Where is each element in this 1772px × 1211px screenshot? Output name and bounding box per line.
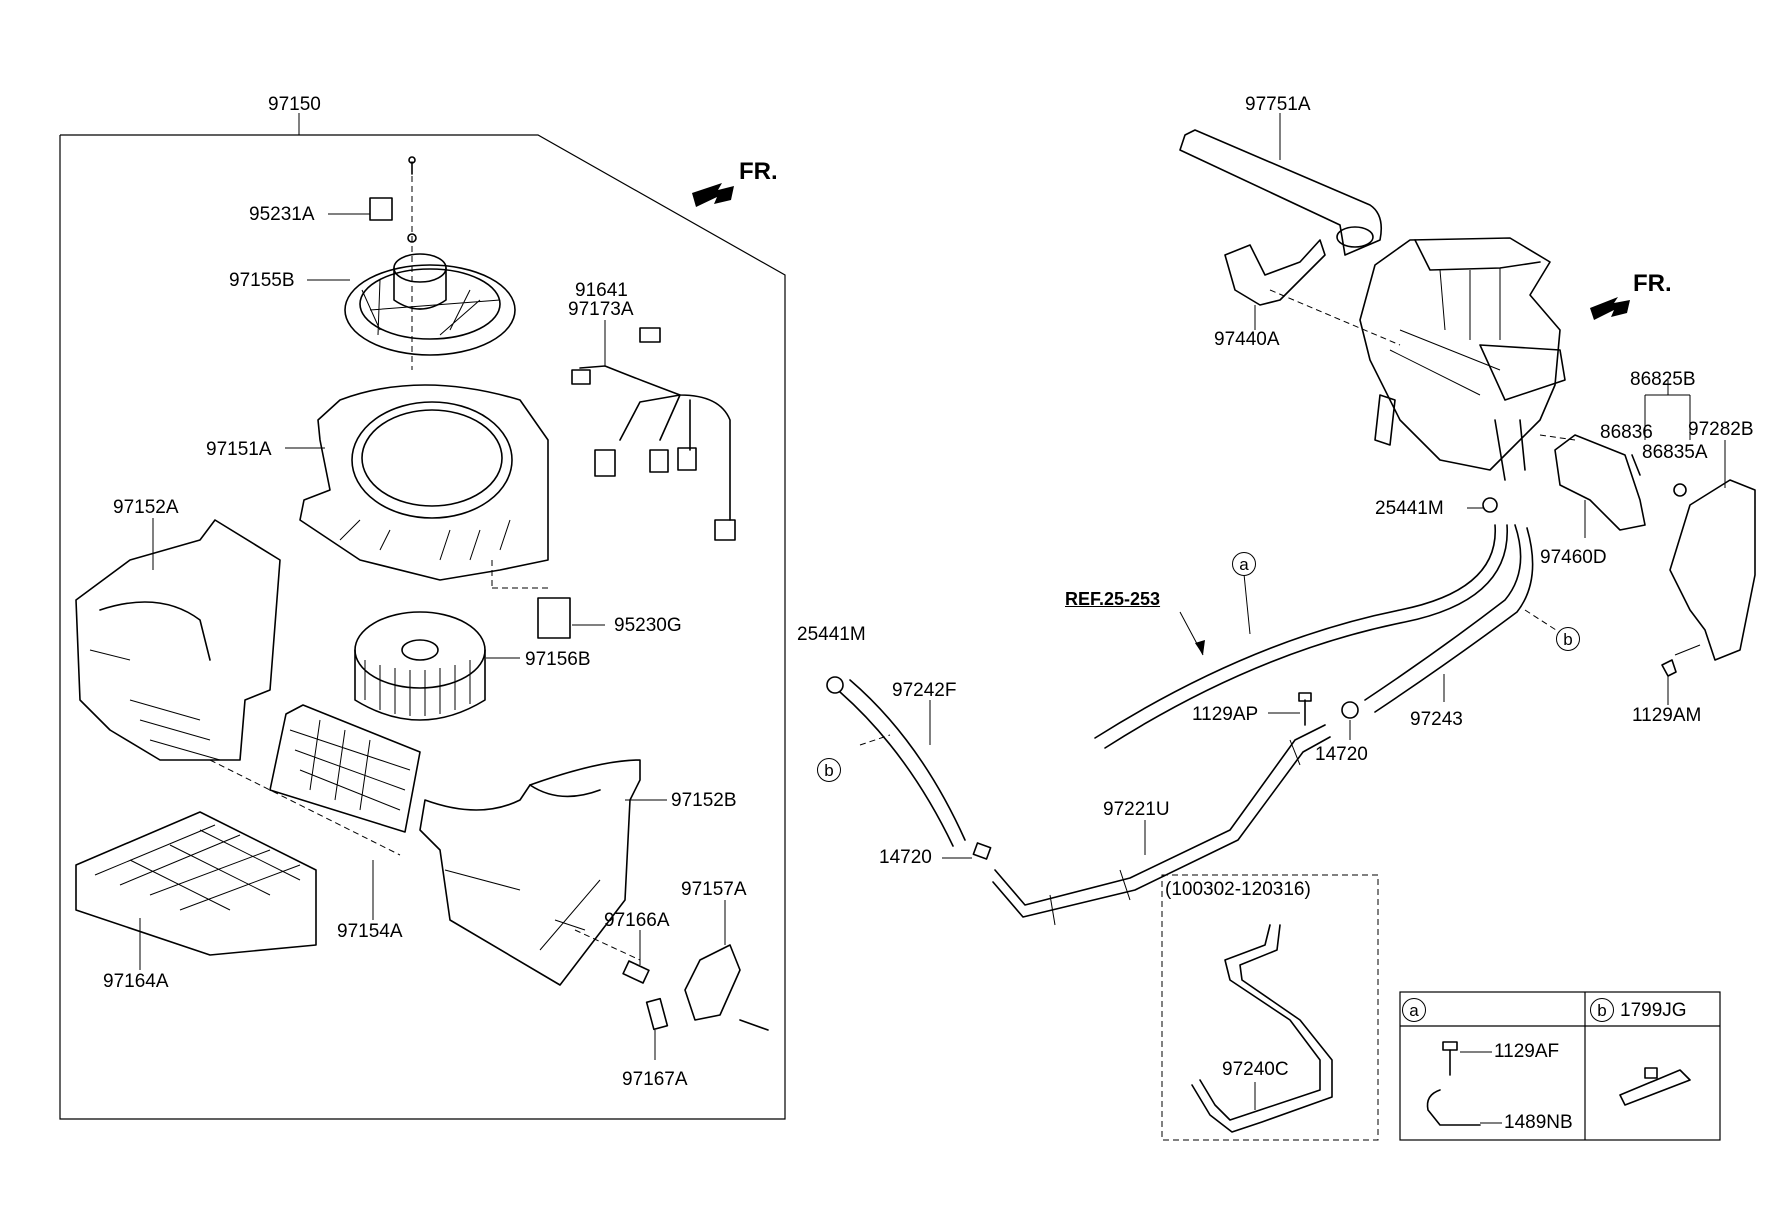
part-label-1799JG: 1799JG [1620, 1000, 1687, 1021]
part-label-97460D: 97460D [1540, 547, 1607, 568]
part-label-97243: 97243 [1410, 709, 1463, 730]
part-label-97240C: 97240C [1222, 1059, 1289, 1080]
part-label-97150: 97150 [268, 94, 321, 115]
part-label-97157A: 97157A [681, 879, 747, 900]
part-label-91641: 91641 [575, 280, 628, 301]
part-label-86835A: 86835A [1642, 442, 1708, 463]
part-label-95230G: 95230G [614, 615, 682, 636]
part-label-14720-left: 14720 [879, 847, 932, 868]
part-label-95231A: 95231A [249, 204, 315, 225]
part-label-97151A: 97151A [206, 439, 272, 460]
part-label-97156B: 97156B [525, 649, 591, 670]
legend-table [1399, 991, 1721, 1141]
part-label-97242F: 97242F [892, 680, 957, 701]
part-label-97164A: 97164A [103, 971, 169, 992]
part-label-1129AM: 1129AM [1632, 705, 1702, 726]
part-label-97152A: 97152A [113, 497, 179, 518]
blower-assembly-frame [59, 134, 786, 1120]
part-label-97221U: 97221U [1103, 799, 1170, 820]
part-label-97155B: 97155B [229, 270, 295, 291]
legend-callout-b: b [1590, 998, 1614, 1022]
part-label-86825B: 86825B [1630, 369, 1696, 390]
callout-a: a [1232, 552, 1256, 576]
callout-b-left: b [817, 758, 841, 782]
front-arrow-icon [692, 183, 734, 207]
part-label-97167A: 97167A [622, 1069, 688, 1090]
front-marker-right: FR. [1633, 270, 1672, 297]
part-label-1489NB: 1489NB [1504, 1112, 1573, 1133]
part-label-1129AP: 1129AP [1192, 704, 1259, 725]
part-label-97152B: 97152B [671, 790, 737, 811]
front-arrow-icon [1590, 297, 1630, 320]
part-label-97440A: 97440A [1214, 329, 1280, 350]
part-label-1129AF: 1129AF [1494, 1041, 1560, 1062]
legend-callout-a: a [1402, 998, 1426, 1022]
part-label-97282B: 97282B [1688, 419, 1754, 440]
callout-b: b [1556, 627, 1580, 651]
part-label-97154A: 97154A [337, 921, 403, 942]
reference-label: REF.25-253 [1065, 589, 1161, 609]
part-label-25441M-left: 25441M [797, 624, 866, 645]
part-label-86836: 86836 [1600, 422, 1653, 443]
part-label-14720-right: 14720 [1315, 744, 1368, 765]
part-label-97173A: 97173A [568, 299, 634, 320]
part-label-97751A: 97751A [1245, 94, 1311, 115]
part-label-97166A: 97166A [604, 910, 670, 931]
variant-date-range: (100302-120316) [1165, 879, 1311, 900]
front-marker-left: FR. [739, 158, 778, 185]
part-label-25441M-right: 25441M [1375, 498, 1444, 519]
